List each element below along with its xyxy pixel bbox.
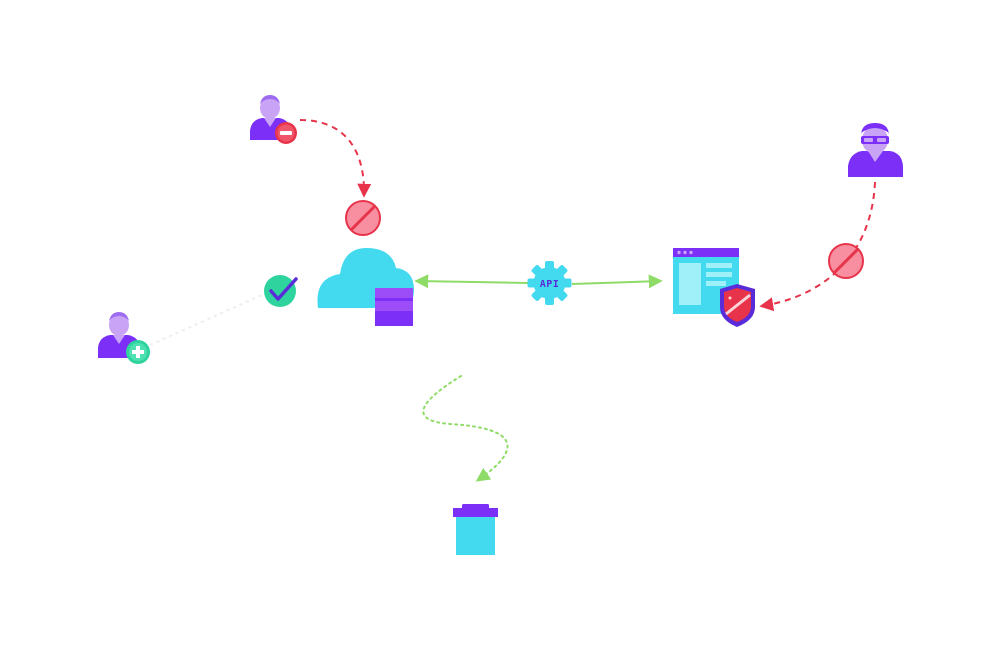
- checkmark-icon: [264, 275, 298, 307]
- cloud-database-icon: [317, 247, 414, 326]
- attacker-to-webapp-connector: [759, 181, 876, 312]
- removed-user-to-cloud-connector: [299, 119, 372, 198]
- user-remove-icon: [250, 95, 297, 144]
- api-to-webapp-connector: [571, 274, 663, 289]
- cloud-to-trash-connector: [422, 375, 509, 482]
- blocked-icon: [345, 200, 381, 236]
- secure-window-icon: [673, 248, 755, 327]
- api-gear-icon: API: [527, 261, 572, 305]
- new-user-to-cloud-connector: [149, 294, 263, 346]
- user-add-icon: [98, 312, 150, 364]
- api-to-cloud-connector: [414, 274, 529, 289]
- api-label: API: [540, 279, 560, 290]
- trash-icon: [453, 504, 498, 555]
- hacker-icon: [848, 123, 903, 177]
- blocked-icon: [828, 243, 864, 279]
